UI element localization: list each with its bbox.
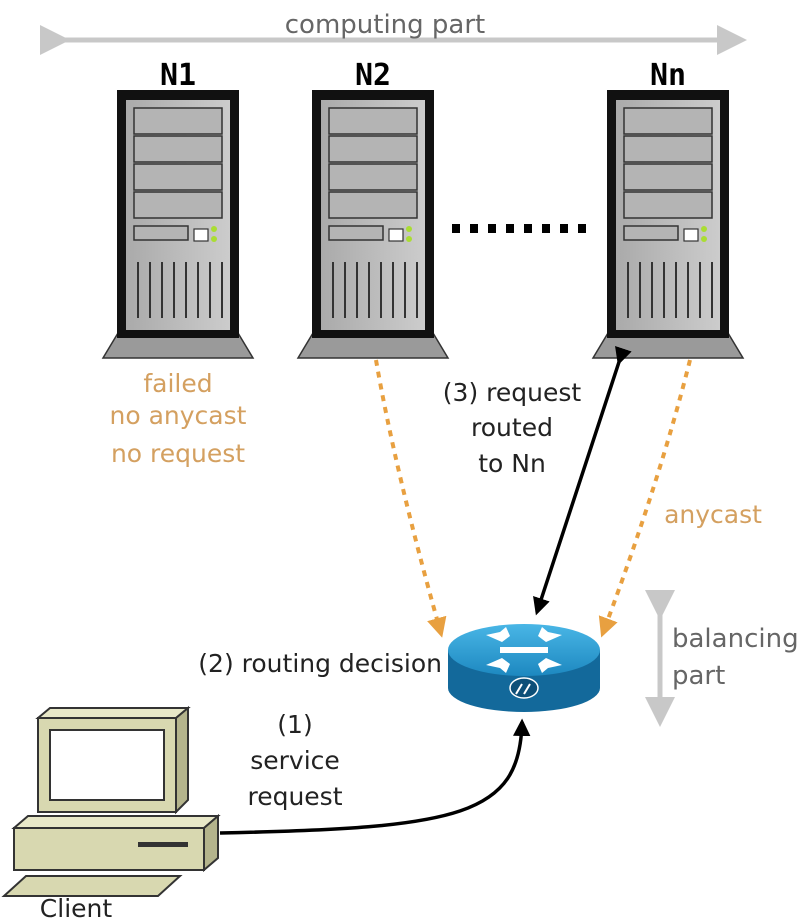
router-icon bbox=[448, 624, 600, 712]
anycast-arrow-n2 bbox=[374, 359, 447, 638]
anycast-label: anycast bbox=[664, 500, 762, 529]
routing-decision-label: (2) routing decision bbox=[198, 649, 442, 678]
node-label-n1: N1 bbox=[160, 58, 196, 93]
node-label-nn: Nn bbox=[650, 58, 686, 93]
request-routed-line-2: routed bbox=[471, 413, 553, 442]
balancing-part-line-2: part bbox=[672, 661, 725, 691]
server-icon-n1 bbox=[101, 90, 255, 359]
request-route-arrow bbox=[533, 345, 632, 616]
computing-part-label: computing part bbox=[285, 10, 486, 40]
node-label-n2: N2 bbox=[355, 58, 391, 93]
server-icon-nn bbox=[591, 90, 745, 359]
server-icon-n2 bbox=[296, 90, 450, 359]
client-computer-icon bbox=[1, 705, 221, 897]
failed-status-line-3: no request bbox=[111, 439, 245, 468]
failed-status-line-2: no anycast bbox=[110, 401, 247, 430]
balancing-part-line-1: balancing bbox=[672, 624, 799, 654]
anycast-arrow-nn bbox=[598, 359, 692, 638]
service-request-arrow bbox=[219, 718, 531, 835]
service-request-line-3: request bbox=[247, 782, 342, 811]
failed-status-line-1: failed bbox=[143, 369, 212, 398]
request-routed-line-1: (3) request bbox=[443, 378, 582, 407]
request-routed-line-3: to Nn bbox=[478, 449, 546, 478]
service-request-line-1: (1) bbox=[277, 710, 312, 739]
client-label: Client bbox=[40, 894, 113, 922]
service-request-line-2: service bbox=[250, 746, 340, 775]
ellipsis-dots bbox=[452, 224, 586, 233]
